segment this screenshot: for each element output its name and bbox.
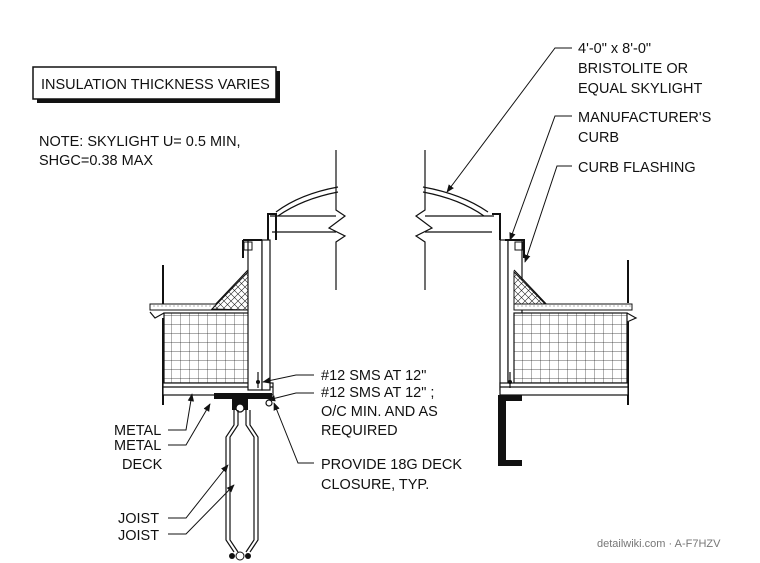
callout-closure: PROVIDE 18G DECK CLOSURE, TYP. bbox=[321, 457, 462, 493]
sms2-line-2: O/C MIN. AND AS bbox=[321, 404, 438, 420]
note: NOTE: SKYLIGHT U= 0.5 MIN, SHGC=0.38 MAX bbox=[39, 134, 241, 169]
joist-line-2: JOIST bbox=[118, 528, 159, 544]
metal-deck-line-1: METAL bbox=[114, 438, 161, 454]
callout-flashing: CURB FLASHING bbox=[578, 160, 696, 176]
skylight-line-3: EQUAL SKYLIGHT bbox=[578, 81, 703, 97]
note-line-1: NOTE: SKYLIGHT U= 0.5 MIN, bbox=[39, 134, 241, 150]
closure-line-1: PROVIDE 18G DECK bbox=[321, 457, 462, 473]
callout-joist: JOIST JOIST bbox=[118, 511, 159, 544]
watermark: detailwiki.com · A-F7HZV bbox=[597, 538, 721, 550]
sms2-line-1: #12 SMS AT 12" ; bbox=[321, 385, 434, 401]
callout-skylight: 4'-0" x 8'-0" BRISTOLITE OR EQUAL SKYLIG… bbox=[578, 41, 703, 97]
sms1-line-1: #12 SMS AT 12" bbox=[321, 368, 426, 384]
joist-line-1: JOIST bbox=[118, 511, 159, 527]
flashing-line-1: CURB FLASHING bbox=[578, 160, 696, 176]
callout-curb: MANUFACTURER'S CURB bbox=[578, 110, 711, 146]
callout-sms-1: #12 SMS AT 12" bbox=[321, 368, 426, 384]
title-box-text: INSULATION THICKNESS VARIES bbox=[41, 77, 270, 93]
metal-deck-line-2: DECK bbox=[122, 457, 163, 473]
skylight-line-2: BRISTOLITE OR bbox=[578, 61, 688, 77]
right-roof-assembly bbox=[414, 150, 638, 466]
callout-sms-2: #12 SMS AT 12" ; O/C MIN. AND AS REQUIRE… bbox=[321, 385, 438, 439]
metal-line-1: METAL bbox=[114, 423, 161, 439]
title-box: INSULATION THICKNESS VARIES bbox=[32, 66, 280, 103]
left-roof-assembly bbox=[149, 150, 347, 561]
leaders bbox=[168, 47, 572, 535]
skylight-line-1: 4'-0" x 8'-0" bbox=[578, 41, 651, 57]
callout-metal: METAL bbox=[114, 423, 161, 439]
closure-line-2: CLOSURE, TYP. bbox=[321, 477, 429, 493]
curb-line-1: MANUFACTURER'S bbox=[578, 110, 711, 126]
sms2-line-3: REQUIRED bbox=[321, 423, 398, 439]
note-line-2: SHGC=0.38 MAX bbox=[39, 153, 153, 169]
callout-metal-deck: METAL DECK bbox=[114, 438, 163, 473]
curb-line-2: CURB bbox=[578, 130, 619, 146]
